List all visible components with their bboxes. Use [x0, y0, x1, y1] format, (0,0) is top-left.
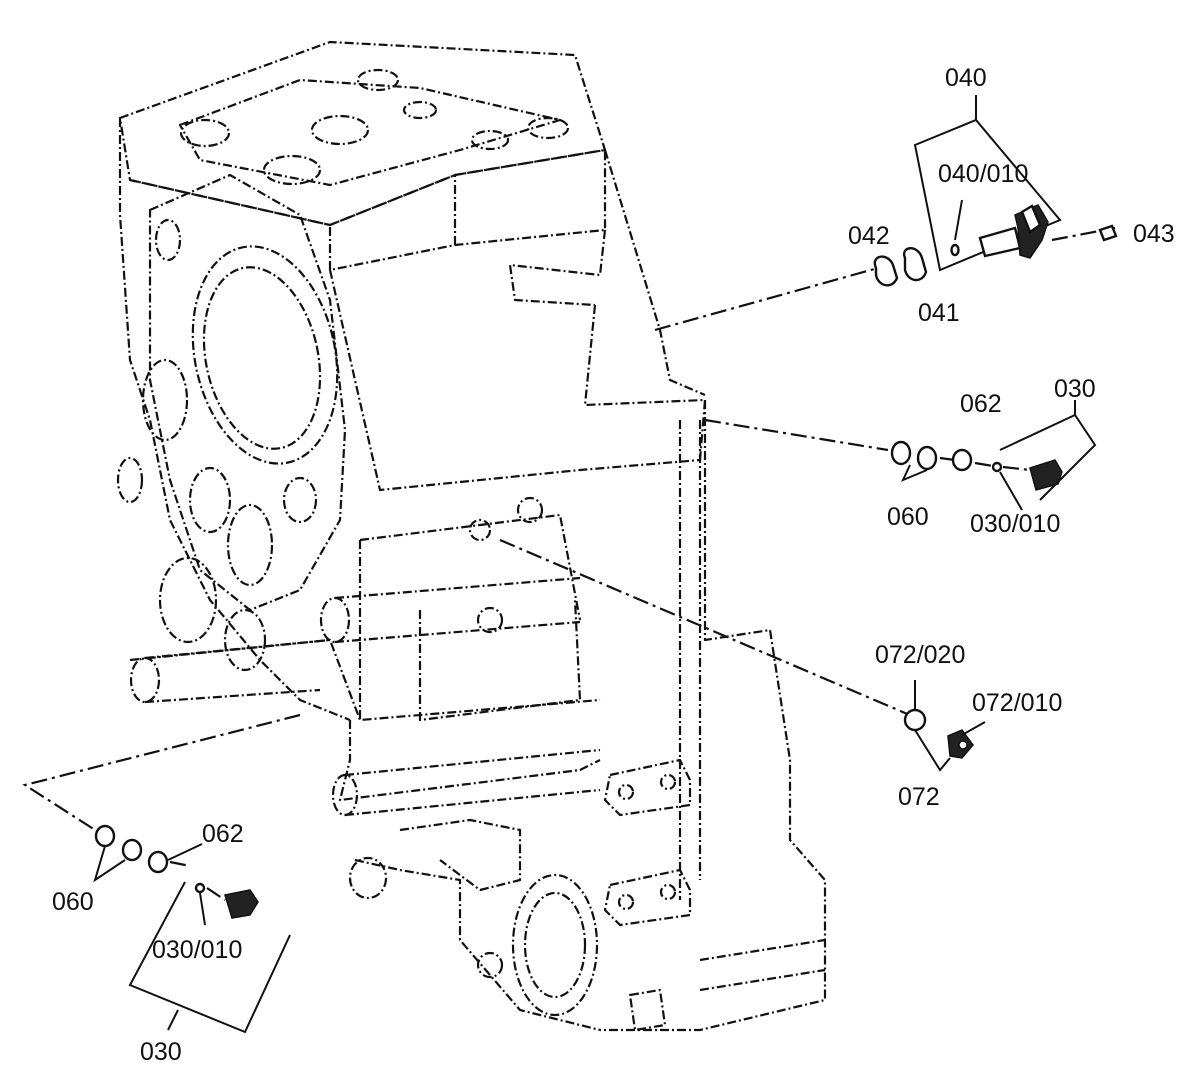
part-group-030-right [890, 400, 1097, 511]
transmission-housing [116, 40, 827, 1032]
part-group-030-left [93, 824, 291, 1034]
label-043: 043 [1133, 220, 1175, 248]
label-072: 072 [898, 783, 940, 811]
label-030-010-right: 030/010 [970, 510, 1061, 538]
label-042: 042 [848, 222, 890, 250]
label-040-010: 040/010 [938, 160, 1029, 188]
part-group-072 [903, 680, 986, 772]
label-040: 040 [945, 64, 987, 92]
label-062-right: 062 [960, 390, 1002, 418]
label-060-left: 060 [52, 888, 94, 916]
label-060-right: 060 [887, 503, 929, 531]
label-072-020: 072/020 [875, 641, 966, 669]
part-group-040 [873, 95, 1118, 287]
label-062-left: 062 [202, 820, 244, 848]
label-030-010-left: 030/010 [152, 936, 243, 964]
label-030-left: 030 [140, 1038, 182, 1066]
label-041: 041 [918, 299, 960, 327]
label-072-010: 072/010 [972, 689, 1063, 717]
label-030-right: 030 [1054, 375, 1096, 403]
assembly-leaders [22, 226, 1116, 901]
